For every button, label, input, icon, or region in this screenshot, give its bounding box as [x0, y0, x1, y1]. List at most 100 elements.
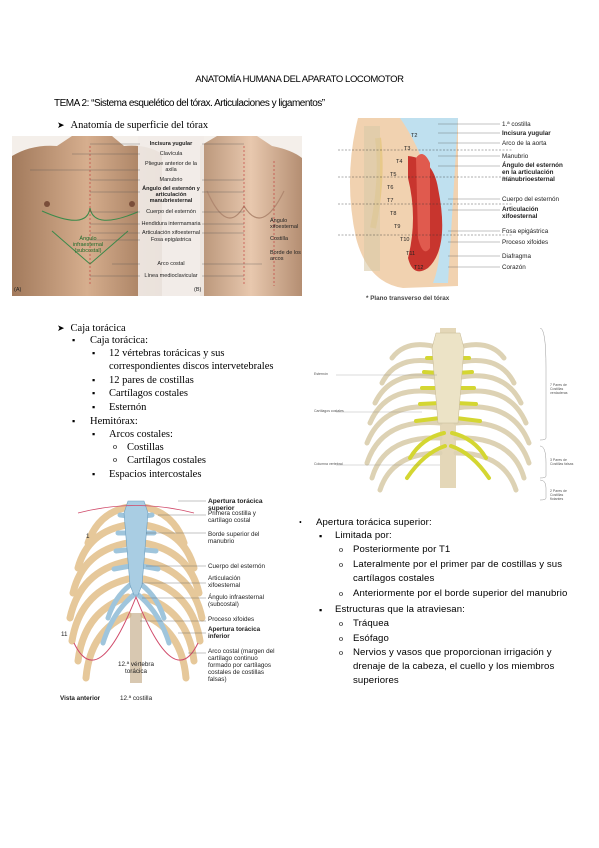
square-bullet-icon: ▪ — [92, 388, 96, 398]
item-estructuras: Estructuras que la atraviesan: — [335, 604, 465, 615]
label-arco-costal: Arco costal — [157, 261, 185, 267]
vertebra-t2: T2 — [411, 133, 418, 139]
item-limit-lateral: Lateralmente por el primer par de costil… — [353, 559, 563, 584]
square-bullet-icon: ▪ — [92, 429, 96, 439]
section2-heading: ➤Caja torácica — [57, 323, 126, 334]
label-apertura-inferior: Apertura torácica inferior — [208, 626, 261, 640]
label-linea-medioclavicular: Línea medioclavicular — [144, 273, 198, 279]
label-pliegue-axila: Pliegue anterior de la axila — [145, 161, 197, 173]
dot-bullet-icon: • — [299, 518, 302, 527]
circle-bullet-icon: o — [339, 648, 343, 657]
circle-bullet-icon: o — [113, 455, 117, 464]
label-cuerpo-esternon: Cuerpo del esternón — [502, 196, 560, 203]
item-limit-anterior: Anteriormente por el borde superior del … — [353, 588, 568, 599]
label-esternon: Esternón — [314, 372, 329, 376]
label-columna-vertebral: Columna vertebral — [314, 462, 343, 466]
item-traquea: Tráquea — [353, 618, 390, 629]
label-incisura-yugular: Incisura yugular — [149, 141, 193, 147]
label-panel-b: (B) — [194, 287, 202, 293]
label-12-vertebra: 12.ª vértebra torácica — [118, 661, 154, 675]
label-costilla: Costilla — [270, 236, 289, 242]
label-rib-11: 11 — [61, 631, 68, 638]
caption-plano-transverso: * Plano transverso del tórax — [366, 295, 450, 302]
label-angulo-infraesternal: Ángulo infraesternal (subcostal) — [72, 236, 104, 254]
circle-bullet-icon: o — [339, 560, 343, 569]
circle-bullet-icon: o — [113, 442, 117, 451]
thoracic-cage-illustration — [66, 500, 206, 683]
label-costillas-flotantes: 2 Pares de Costillas flotantes — [550, 489, 567, 501]
label-borde-arcos: Borde de los arcos — [270, 250, 301, 262]
label-proceso-xifoides: Proceso xifoides — [208, 616, 255, 623]
label-fosa-epigastrica: Fosa epigástrica — [502, 228, 549, 235]
circle-bullet-icon: o — [339, 619, 343, 628]
arrow-bullet-icon: ➤ — [57, 323, 65, 333]
label-clavicula: Clavícula — [159, 151, 183, 157]
circle-bullet-icon: o — [339, 634, 343, 643]
label-12-costilla: 12.ª costilla — [120, 695, 153, 702]
label-angulo-esternon: Ángulo del esternón y articulación manub… — [142, 186, 200, 204]
item-limitada-por: Limitada por: — [335, 530, 392, 541]
sagittal-section-illustration — [338, 118, 513, 288]
label-corazon: Corazón — [502, 264, 526, 271]
circle-bullet-icon: o — [339, 545, 343, 554]
item-vertebras: 12 vértebras torácicas y sus correspondi… — [109, 348, 274, 372]
vertebra-t9: T9 — [394, 224, 401, 230]
label-incisura-yugular: Incisura yugular — [502, 130, 551, 137]
vertebra-t6: T6 — [387, 185, 394, 191]
vertebra-t10: T10 — [400, 237, 410, 243]
item-espacios-intercostales: Espacios intercostales — [109, 469, 202, 480]
arrow-bullet-icon: ➤ — [57, 120, 65, 130]
label-articulacion-xifoesternal: Articulación xifoesternal — [208, 575, 241, 589]
square-bullet-icon: ▪ — [319, 605, 323, 615]
square-bullet-icon: ▪ — [92, 375, 96, 385]
label-costillas-falsas: 3 Pares de Costillas falsas — [550, 458, 574, 466]
label-rib-1: 1 — [86, 533, 90, 540]
label-borde-manubrio: Borde superior del manubrio — [208, 531, 260, 545]
label-articulacion-xifoesternal: Articulación xifoesternal — [502, 206, 539, 220]
vertebra-t12: T12 — [414, 265, 424, 271]
label-angulo-xifoesternal: Ángulo xifoesternal — [270, 218, 299, 230]
surface-anatomy-figure: Incisura yugular Clavícula Pliegue anter… — [12, 136, 302, 296]
vertebra-t4: T4 — [396, 159, 403, 165]
label-cartilagos-costales: Cartílagos costales — [314, 409, 344, 413]
rib-cage-illustration — [336, 328, 547, 501]
item-costillas: 12 pares de costillas — [109, 375, 194, 386]
section3-heading: Apertura torácica superior: — [316, 517, 432, 528]
thoracic-cage-figure: Apertura torácica superior Primera costi… — [58, 493, 280, 711]
vertebra-t8: T8 — [390, 211, 397, 217]
item-esofago: Esófago — [353, 633, 389, 644]
label-cuerpo-esternon: Cuerpo del esternón — [208, 563, 266, 570]
label-fosa-epigastrica: Fosa epigástrica — [150, 237, 192, 243]
vertebra-t7: T7 — [387, 198, 394, 204]
label-articulacion-xifoesternal: Articulación xifoesternal — [141, 230, 201, 236]
label-panel-a: (A) — [14, 287, 22, 293]
item-hemitorax: Hemitórax: — [90, 416, 138, 427]
label-vista-anterior: Vista anterior — [60, 695, 101, 702]
label-manubrio: Manubrio — [502, 153, 529, 160]
label-angulo-infraesternal: Ángulo infraesternal (subcostal) — [208, 594, 265, 608]
item-arcos-costales: Arcos costales: — [109, 429, 173, 440]
label-manubrio: Manubrio — [159, 177, 183, 183]
item-esternon: Esternón — [109, 402, 147, 413]
square-bullet-icon: ▪ — [92, 402, 96, 412]
item-limit-posterior: Posteriormente por T1 — [353, 544, 451, 555]
item-arco-cartilagos: Cartílagos costales — [127, 455, 207, 466]
sagittal-figure: T2 T3 T4 T5 T6 T7 T8 T9 T10 T11 T12 1.ª … — [338, 118, 563, 306]
square-bullet-icon: ▪ — [72, 416, 76, 426]
label-angulo-esternon: Ángulo del esternón en la articulación m… — [502, 162, 563, 183]
label-primera-costilla: 1.ª costilla — [502, 121, 531, 128]
document-title: ANATOMÍA HUMANA DEL APARATO LOCOMOTOR — [195, 74, 404, 85]
rib-cage-figure: Esternón Cartílagos costales Columna ver… — [312, 328, 574, 503]
vertebra-t3: T3 — [404, 146, 411, 152]
label-diafragma: Diafragma — [502, 253, 532, 260]
item-nervios-vasos: Nervios y vasos que proporcionan irrigac… — [353, 647, 555, 686]
label-cuerpo-esternon: Cuerpo del esternón — [146, 209, 196, 215]
label-proceso-xifoides: Proceso xifoides — [502, 239, 549, 246]
item-caja-toracica: Caja torácica: — [90, 335, 149, 346]
circle-bullet-icon: o — [339, 589, 343, 598]
square-bullet-icon: ▪ — [92, 469, 96, 479]
vertebra-t5: T5 — [390, 172, 397, 178]
vertebra-t11: T11 — [406, 251, 416, 257]
square-bullet-icon: ▪ — [72, 335, 76, 345]
square-bullet-icon: ▪ — [319, 531, 323, 541]
